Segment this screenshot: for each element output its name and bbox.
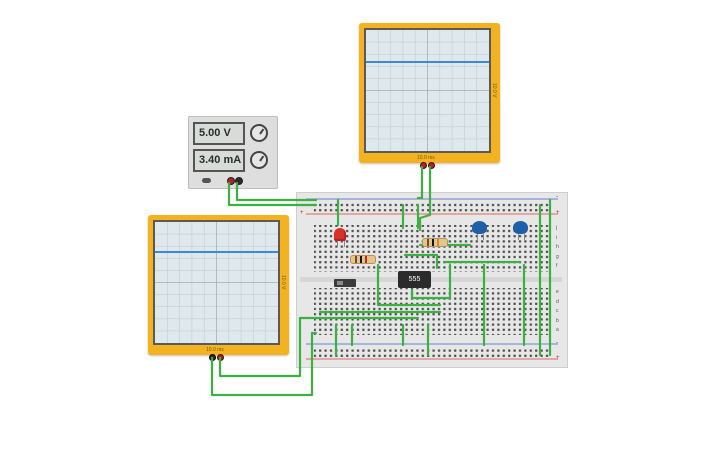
capacitor-2-legs [518, 234, 525, 240]
timer-555-chip[interactable]: 555 [398, 271, 431, 288]
oscilloscope-top-probe-positive[interactable] [428, 162, 435, 169]
psu-terminal-negative[interactable] [235, 177, 243, 185]
voltage-display: 5.00 V [193, 122, 245, 145]
resistor-2[interactable] [350, 255, 376, 264]
breadboard-holes [300, 198, 562, 360]
oscilloscope-left-screen [153, 220, 280, 345]
capacitor-2[interactable] [513, 221, 528, 234]
current-knob[interactable] [250, 151, 268, 169]
rail-plus-label-bottom: + [556, 355, 560, 361]
voltage-knob[interactable] [250, 124, 268, 142]
oscilloscope-top-grid [366, 30, 489, 151]
power-switch-icon[interactable] [202, 178, 211, 183]
rail-minus-label-bottom: - [556, 340, 558, 346]
led-legs [337, 241, 345, 247]
oscilloscope-top-time-label: 10.0 ms [417, 155, 435, 161]
row-letters-bottom: e d c b a [556, 289, 559, 333]
slide-switch[interactable] [334, 279, 356, 287]
rail-plus-label-right: + [556, 210, 560, 216]
oscilloscope-top-probe-negative[interactable] [420, 162, 427, 169]
resistor-1[interactable] [422, 238, 448, 247]
power-supply[interactable]: 5.00 V 3.40 mA [188, 116, 278, 189]
row-letters-top: j i h g f [556, 225, 559, 269]
psu-terminal-positive[interactable] [227, 177, 235, 185]
capacitor-1[interactable] [472, 221, 487, 234]
rail-plus-label: + [300, 210, 304, 216]
current-display: 3.40 mA [193, 149, 245, 172]
rail-minus-label: - [556, 194, 558, 200]
oscilloscope-top-screen [364, 28, 491, 153]
capacitor-1-legs [477, 234, 484, 240]
led-red[interactable] [334, 228, 346, 241]
oscilloscope-left-time-label: 10.0 ms [206, 347, 224, 353]
oscilloscope-left[interactable]: 10.0 ms 10.0 V [148, 215, 289, 355]
oscilloscope-top[interactable]: 10.0 ms 10.0 V [359, 23, 500, 163]
resistor-1-bands [427, 239, 441, 246]
oscilloscope-left-grid [155, 222, 278, 343]
resistor-2-bands [355, 256, 369, 263]
